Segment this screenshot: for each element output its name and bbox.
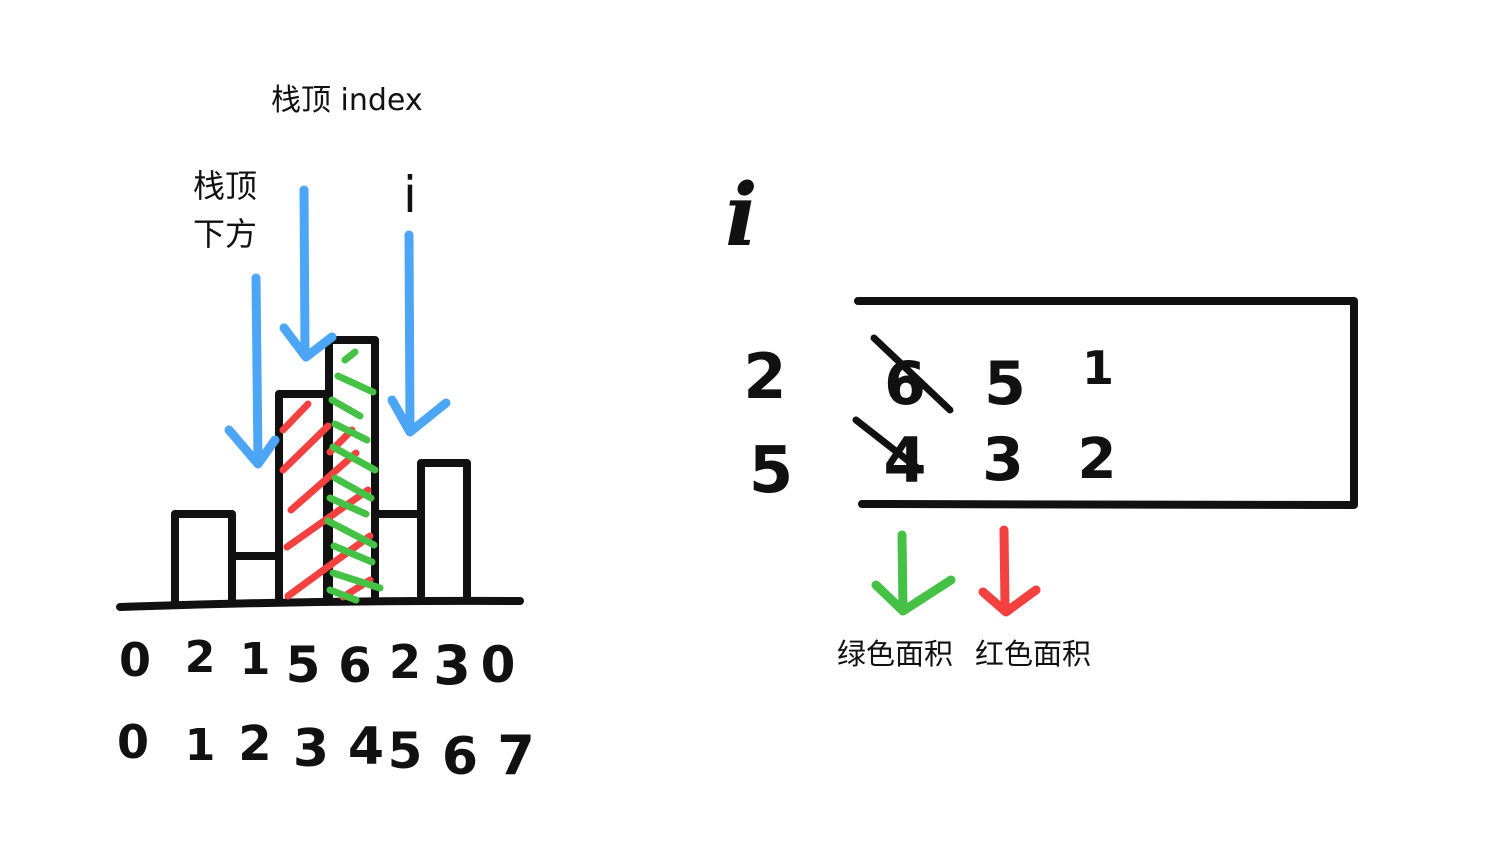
green-area-arrow [871, 530, 956, 616]
stack-height-cell: 3 [982, 425, 1024, 495]
stack-height-cell: 2 [1078, 427, 1117, 492]
stack-outline [854, 297, 1358, 509]
height-label: 0 [119, 633, 151, 687]
stack-index-cell: 5 [984, 349, 1026, 419]
height-label: 2 [389, 635, 421, 689]
row-value: 2 [743, 340, 786, 413]
bar-2 [228, 552, 277, 603]
index-label: 4 [348, 717, 384, 777]
index-label: 2 [238, 716, 271, 772]
top-index-arrow [279, 185, 337, 362]
height-label: 1 [240, 634, 271, 685]
pointer-arrows [224, 185, 451, 469]
stack-table: i 2 5 6 5 1 4 3 2 绿色面积 红色面积 [725, 165, 1358, 671]
top-index-label: 栈顶 index [271, 83, 423, 118]
index-label: 3 [293, 719, 329, 779]
i-script-label: i [725, 165, 758, 266]
stack-index-cell: 1 [1082, 341, 1114, 395]
strike-mark [870, 334, 954, 414]
red-area-label: 红色面积 [975, 637, 1091, 671]
red-area-arrow [978, 525, 1041, 617]
below-top-arrow [224, 273, 280, 469]
below-top-label-line1: 栈顶 [193, 167, 257, 205]
index-label: 7 [497, 724, 535, 787]
height-label: 3 [433, 634, 471, 697]
index-label: 6 [442, 727, 478, 787]
i-arrow [387, 230, 451, 437]
green-area-label: 绿色面积 [837, 637, 953, 671]
height-label: 2 [185, 632, 216, 683]
index-label: 5 [388, 722, 423, 780]
index-label: 1 [185, 720, 216, 771]
green-area-hatching [324, 348, 384, 604]
bar-1 [171, 510, 236, 603]
strike-mark [852, 416, 924, 474]
bar-6 [417, 459, 471, 603]
histogram: 0 2 1 5 6 2 3 0 0 1 2 3 4 5 6 7 [116, 83, 535, 787]
below-top-label-line2: 下方 [193, 215, 257, 253]
index-labels: 0 1 2 3 4 5 6 7 [117, 715, 535, 787]
height-labels: 0 2 1 5 6 2 3 0 [119, 632, 515, 697]
histogram-baseline [116, 596, 524, 611]
height-label: 5 [286, 636, 321, 694]
index-label: 0 [117, 715, 149, 769]
height-label: 6 [338, 638, 371, 694]
i-pointer-label: i [403, 166, 417, 224]
height-label: 0 [481, 636, 516, 694]
row-value: 5 [749, 434, 794, 508]
